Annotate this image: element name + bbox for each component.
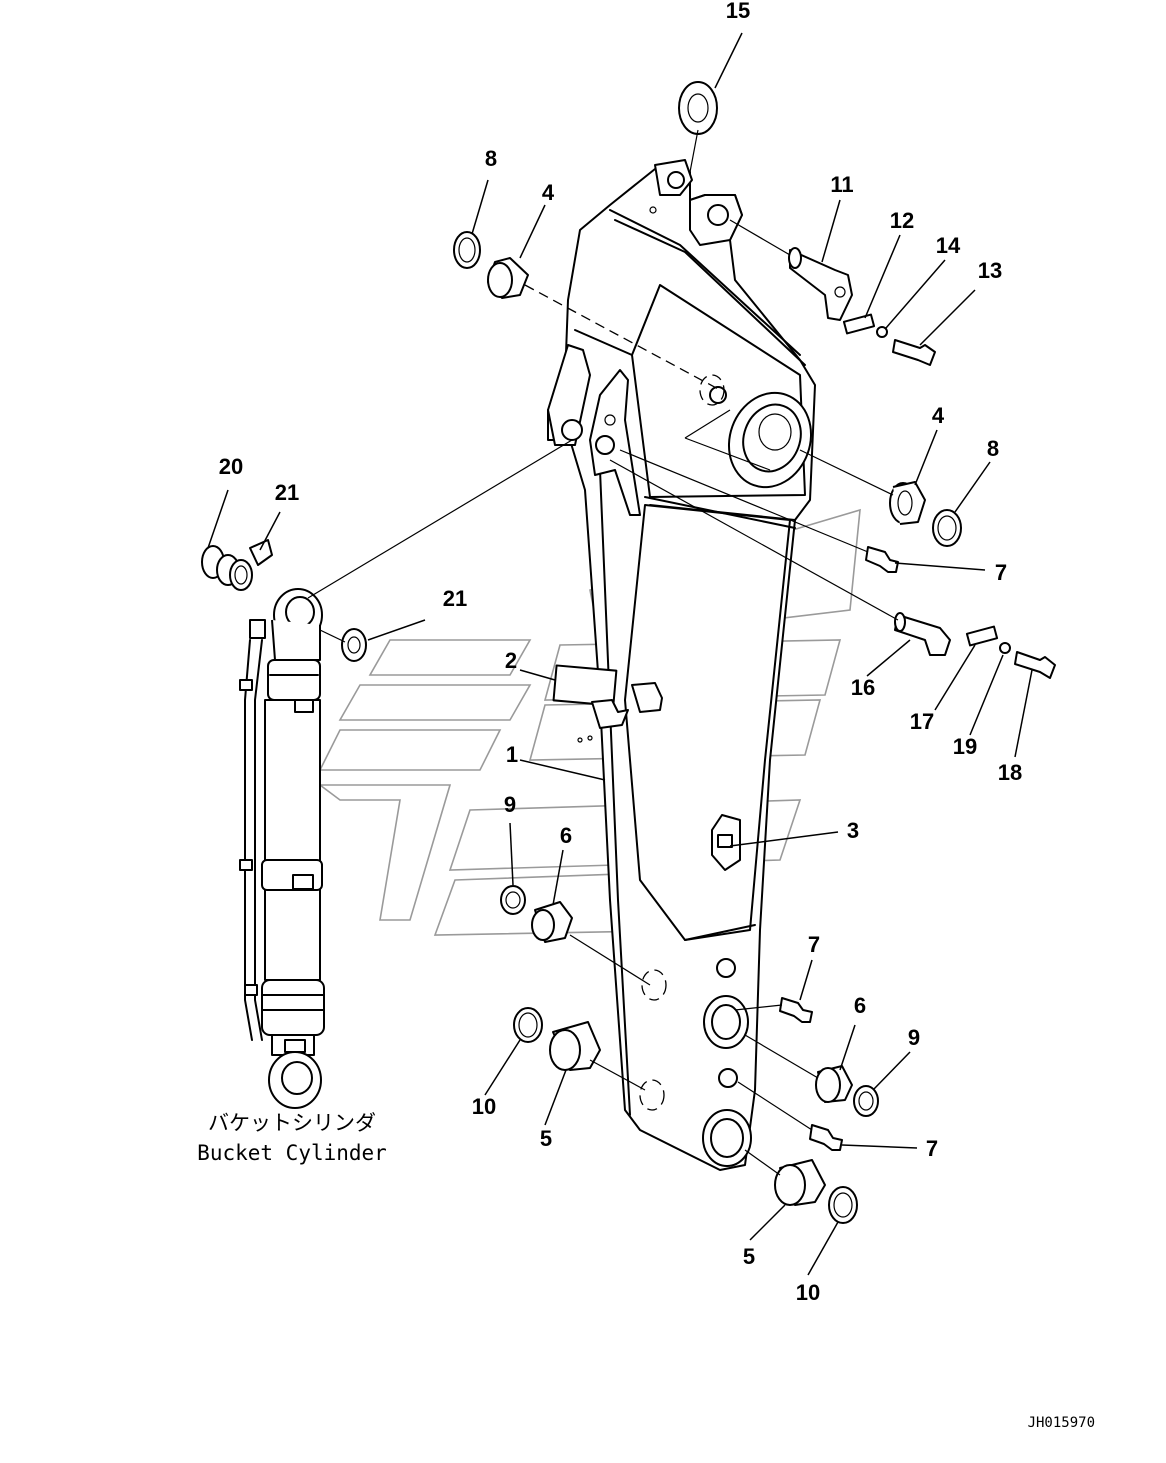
callout-10: 10 — [472, 1094, 496, 1119]
caption-japanese: バケットシリンダ — [208, 1111, 376, 1135]
leader-lines — [207, 32, 1033, 1276]
callout-6: 6 — [854, 993, 866, 1018]
loose-parts — [201, 81, 1056, 1224]
callout-8: 8 — [485, 146, 497, 171]
callout-5: 5 — [743, 1244, 755, 1269]
callout-12: 12 — [890, 208, 914, 233]
callout-17: 17 — [910, 709, 934, 734]
arm-main-body — [547, 159, 816, 1171]
bucket-cylinder — [239, 588, 325, 1109]
callout-2: 2 — [505, 648, 517, 673]
callout-4: 4 — [542, 180, 555, 205]
callout-13: 13 — [978, 258, 1002, 283]
callout-11: 11 — [830, 172, 853, 197]
callout-21: 21 — [443, 586, 467, 611]
callout-4: 4 — [932, 403, 945, 428]
callout-9: 9 — [908, 1025, 920, 1050]
callout-5: 5 — [540, 1126, 552, 1151]
callout-14: 14 — [936, 233, 961, 258]
callout-18: 18 — [998, 760, 1022, 785]
callout-7: 7 — [808, 932, 820, 957]
callout-8: 8 — [987, 436, 999, 461]
callout-10: 10 — [796, 1280, 820, 1305]
callout-15: 15 — [726, 0, 750, 23]
callout-7: 7 — [926, 1136, 938, 1161]
assembly-lines — [307, 129, 899, 1176]
callout-3: 3 — [847, 818, 859, 843]
callout-7: 7 — [995, 560, 1007, 585]
callout-1: 1 — [506, 742, 518, 767]
caption-english: Bucket Cylinder — [197, 1141, 387, 1165]
callout-20: 20 — [219, 454, 243, 479]
callout-16: 16 — [851, 675, 875, 700]
drawing-code: JH015970 — [1028, 1415, 1095, 1431]
callout-19: 19 — [953, 734, 977, 759]
callout-9: 9 — [504, 792, 516, 817]
callout-6: 6 — [560, 823, 572, 848]
callout-labels: 15 8 4 11 12 14 13 4 8 20 21 7 21 2 16 1… — [219, 0, 1022, 1305]
callout-21: 21 — [275, 480, 299, 505]
